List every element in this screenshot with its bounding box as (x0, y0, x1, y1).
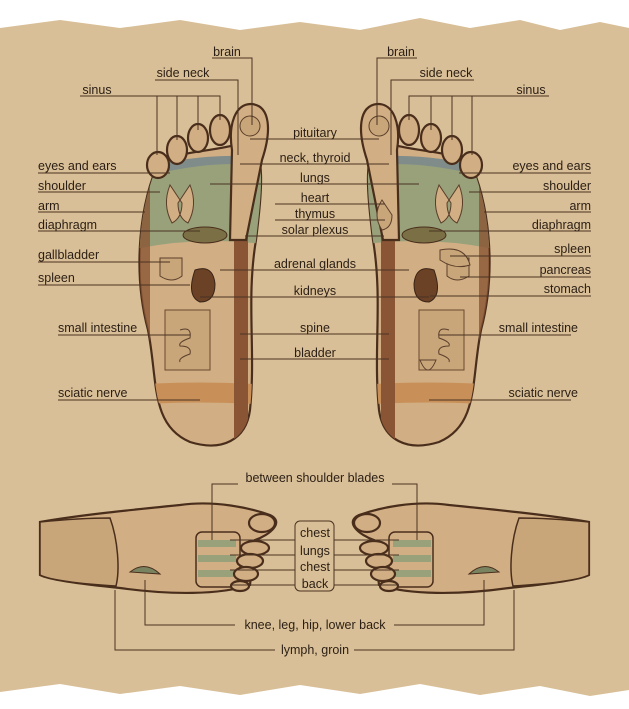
label-lymph-groin: lymph, groin (281, 643, 349, 657)
label-brain-right: brain (387, 45, 415, 59)
label-eyes-ears-right: eyes and ears (512, 159, 591, 173)
liver-icon (159, 257, 183, 281)
label-shoulder-right: shoulder (543, 179, 591, 193)
leader-lines (38, 57, 591, 401)
bottom-leader-lines (114, 483, 515, 651)
label-back: back (302, 577, 329, 591)
toes (145, 102, 269, 242)
heart-icon (376, 199, 393, 231)
label-brain-left: brain (213, 45, 241, 59)
label-small-intestine-right: small intestine (499, 321, 578, 335)
intestine-zone (164, 309, 211, 371)
label-sciatic-nerve-left: sciatic nerve (58, 386, 128, 400)
torn-edge-top (0, 0, 629, 30)
label-shoulder-left: shoulder (38, 179, 86, 193)
label-lungs-bottom: lungs (300, 544, 330, 558)
label-sinus-right: sinus (516, 83, 545, 97)
brain-icon (239, 115, 261, 137)
label-sciatic-nerve-right: sciatic nerve (509, 386, 579, 400)
label-adrenal-glands: adrenal glands (274, 257, 356, 271)
label-knee-leg-hip: knee, leg, hip, lower back (244, 618, 386, 632)
left-foot-side (38, 502, 278, 594)
right-labels: eyes and ears shoulder arm diaphragm spl… (499, 159, 591, 400)
label-sinus-left: sinus (82, 83, 111, 97)
label-side-neck-left: side neck (157, 66, 211, 80)
label-lungs: lungs (300, 171, 330, 185)
label-arm-left: arm (38, 199, 60, 213)
stomach-icon (439, 248, 471, 268)
label-spleen-right: spleen (554, 242, 591, 256)
label-pituitary: pituitary (293, 126, 338, 140)
label-chest-2: chest (300, 560, 330, 574)
lungs-icon (166, 183, 194, 224)
label-kidneys: kidneys (294, 284, 336, 298)
label-bladder: bladder (294, 346, 336, 360)
label-spleen-left: spleen (38, 271, 75, 285)
label-small-intestine-left: small intestine (58, 321, 137, 335)
label-stomach: stomach (544, 282, 591, 296)
torn-edge-bottom (0, 684, 629, 709)
left-labels: eyes and ears shoulder arm diaphragm gal… (38, 159, 137, 400)
right-foot-side (351, 502, 591, 595)
center-labels: pituitary neck, thyroid lungs heart thym… (274, 126, 356, 360)
label-arm-right: arm (569, 199, 591, 213)
label-thymus: thymus (295, 207, 335, 221)
label-solar-plexus: solar plexus (282, 223, 349, 237)
label-heart: heart (301, 191, 330, 205)
intestine-icon (179, 328, 191, 363)
solar-plexus-icon (182, 226, 228, 244)
label-diaphragm-right: diaphragm (532, 218, 591, 232)
label-gallbladder: gallbladder (38, 248, 99, 262)
label-chest-1: chest (300, 526, 330, 540)
label-diaphragm-left: diaphragm (38, 218, 97, 232)
label-neck-thyroid: neck, thyroid (280, 151, 351, 165)
label-spine: spine (300, 321, 330, 335)
label-between-shoulder-blades: between shoulder blades (246, 471, 385, 485)
arm-strip (140, 180, 150, 400)
bladder-icon (419, 359, 437, 371)
label-eyes-ears-left: eyes and ears (38, 159, 117, 173)
label-pancreas: pancreas (540, 263, 591, 277)
label-side-neck-right: side neck (420, 66, 474, 80)
left-foot-sole (138, 102, 269, 447)
